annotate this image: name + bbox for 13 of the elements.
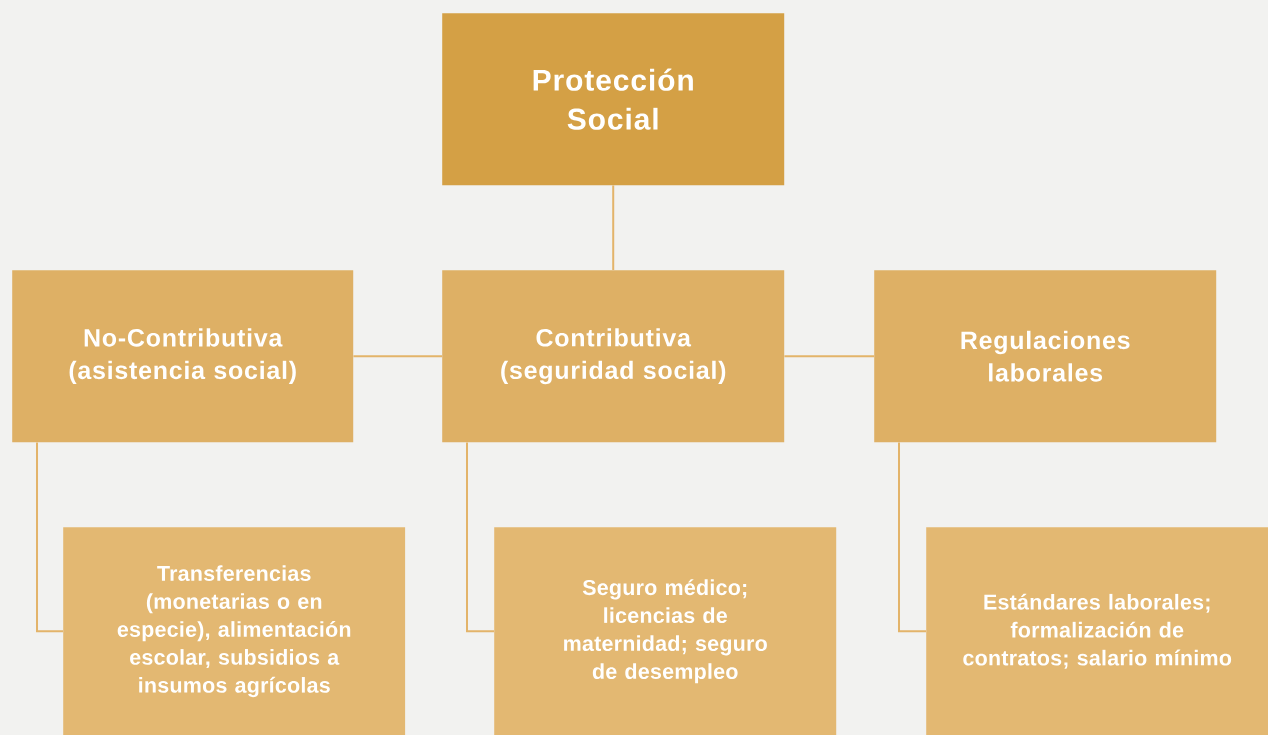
connector-line bbox=[612, 184, 615, 271]
connector-line bbox=[352, 355, 443, 358]
connector-line bbox=[466, 441, 495, 633]
connector-line bbox=[898, 441, 927, 633]
category-box: No-Contributiva (asistencia social) bbox=[12, 270, 354, 443]
category-box: Regulaciones laborales bbox=[874, 270, 1217, 443]
detail-box: Seguro médico; licencias de maternidad; seguro de desempleo bbox=[494, 527, 837, 735]
detail-box: Transferencias (monetarias o en especie), alimentación escolar, subsidios a insumos agrícolas bbox=[63, 527, 406, 735]
title-box: Protección Social bbox=[442, 13, 785, 186]
connector-line bbox=[36, 441, 64, 633]
category-box: Contributiva (seguridad social) bbox=[442, 270, 785, 443]
detail-box: Estándares laborales; formalización de contratos; salario mínimo bbox=[926, 527, 1268, 735]
connector-line bbox=[783, 355, 875, 358]
